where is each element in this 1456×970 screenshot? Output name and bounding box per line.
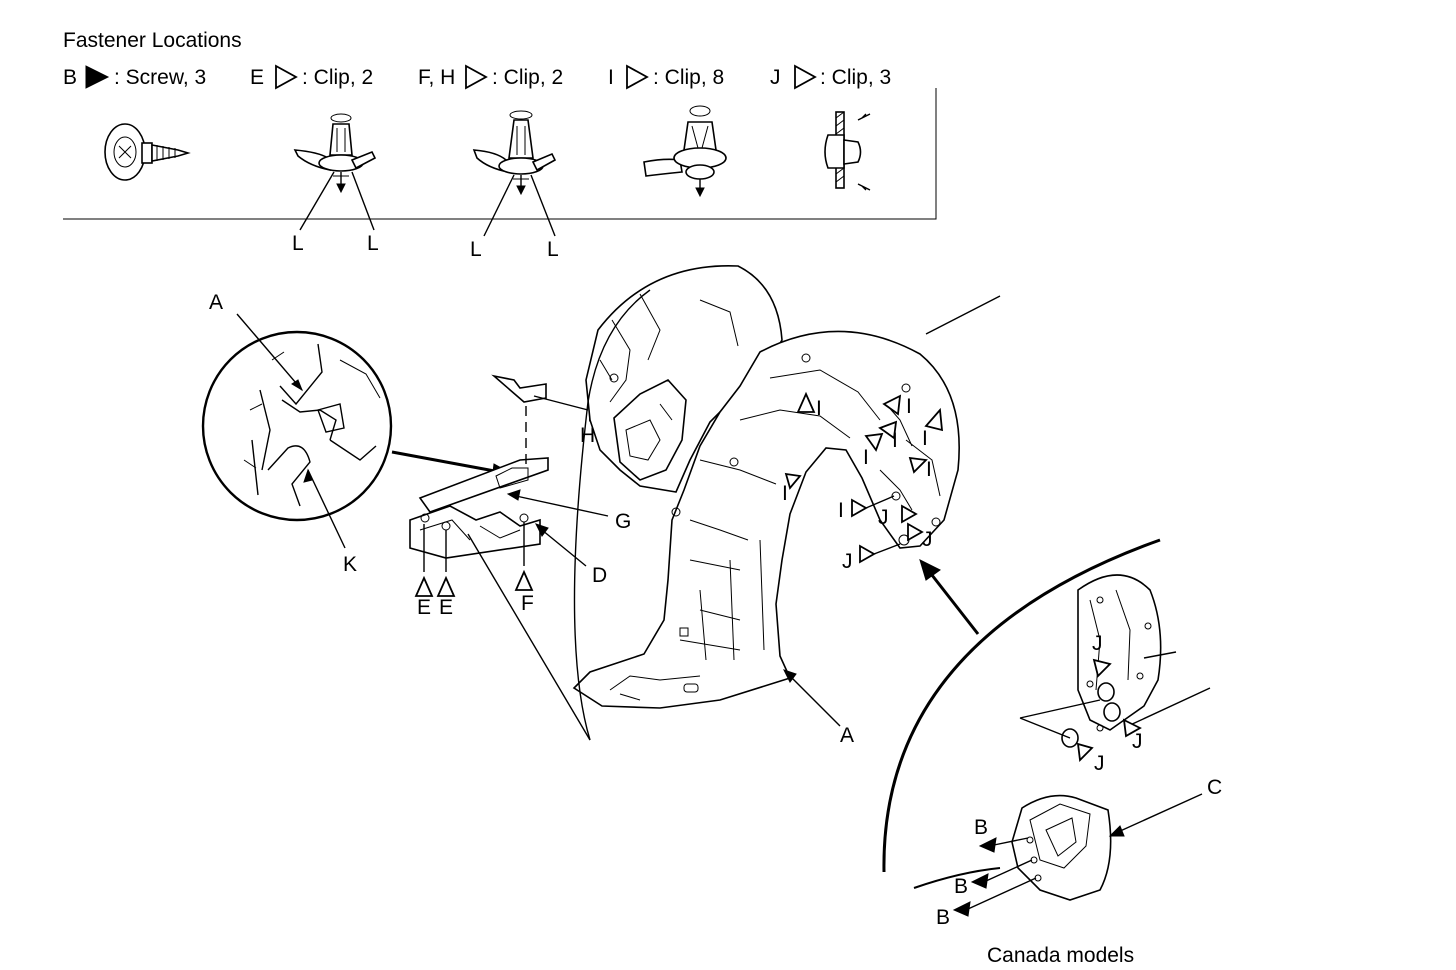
- clip-e-icon: [293, 113, 377, 194]
- outline-triangle-icon: [901, 504, 918, 524]
- legend-e-letters: E: [250, 66, 264, 89]
- filled-triangle-icon: [952, 901, 971, 917]
- outline-triangle-icon: [465, 64, 488, 90]
- outline-triangle-icon: [275, 64, 298, 90]
- leader-line: [515, 495, 609, 517]
- callout-i: I: [922, 427, 928, 450]
- detail-pointer-arrow: [391, 450, 501, 474]
- clip-j-icon: [824, 111, 871, 191]
- fastener-label-l: L: [470, 238, 482, 261]
- legend-j-letters: J: [770, 66, 781, 89]
- outline-triangle-icon: [784, 472, 802, 490]
- leader-line: [307, 469, 346, 549]
- callout-b: B: [936, 906, 950, 929]
- outline-triangle-icon: [514, 569, 534, 591]
- leader-line: [789, 675, 841, 727]
- callout-j: J: [842, 550, 853, 573]
- callout-j: J: [1132, 730, 1143, 753]
- filled-triangle-icon: [85, 65, 110, 89]
- callout-i: I: [926, 458, 932, 481]
- outline-triangle-icon: [1122, 718, 1142, 738]
- leader-line: [541, 529, 587, 567]
- callout-i: I: [892, 429, 898, 452]
- leader-line: [530, 174, 556, 237]
- fender-liner: [572, 265, 960, 709]
- callout-j: J: [1092, 632, 1103, 655]
- leader-line: [299, 171, 335, 231]
- screw-icon: [104, 123, 191, 181]
- outline-triangle-icon: [908, 456, 928, 474]
- callout-i: I: [838, 499, 844, 522]
- fastener-label-l: L: [292, 232, 304, 255]
- leader-line: [483, 174, 515, 237]
- callout-i: I: [906, 395, 912, 418]
- fastener-locations-panel: Fastener Locations B : Screw, 3 E : Clip…: [63, 29, 937, 261]
- fastener-label-l: L: [367, 232, 379, 255]
- callout-d: D: [592, 564, 607, 587]
- legend-fh-letters: F, H: [418, 66, 455, 89]
- outline-triangle-icon: [796, 391, 816, 413]
- clip-i-icon: [643, 105, 727, 198]
- outline-triangle-icon: [859, 544, 876, 564]
- mud-guard-bracket: [409, 374, 591, 741]
- outline-triangle-icon: [1092, 658, 1112, 678]
- callout-b: B: [974, 816, 988, 839]
- wheel-arch-outline: [573, 289, 651, 741]
- outline-triangle-icon: [436, 575, 456, 597]
- callout-a: A: [209, 291, 223, 314]
- inset-pointer-arrow: [926, 569, 980, 635]
- panel-border: [63, 88, 937, 220]
- outline-triangle-icon: [907, 522, 924, 542]
- callout-f: F: [521, 592, 534, 615]
- fastener-locations-title: Fastener Locations: [63, 29, 242, 52]
- leader-line: [351, 171, 375, 231]
- callout-g: G: [615, 510, 631, 533]
- outline-triangle-icon: [864, 432, 884, 452]
- callout-c: C: [1207, 776, 1222, 799]
- legend-i-letters: I: [608, 66, 614, 89]
- legend-b-letters: B: [63, 66, 77, 89]
- callout-a: A: [840, 724, 854, 747]
- canada-models-label: Canada models: [987, 944, 1134, 967]
- leader-line: [236, 313, 303, 391]
- callout-i: I: [782, 482, 788, 505]
- outline-triangle-icon: [794, 64, 817, 90]
- callout-j: J: [922, 528, 933, 551]
- fastener-label-l: L: [547, 238, 559, 261]
- filled-triangle-icon: [970, 873, 989, 889]
- canada-inset: [882, 538, 1211, 901]
- legend-i-text: : Clip, 8: [653, 66, 724, 89]
- leader-line: [1117, 793, 1203, 833]
- callout-b: B: [954, 875, 968, 898]
- filled-triangle-icon: [978, 837, 997, 853]
- legend-b-text: : Screw, 3: [114, 66, 206, 89]
- callout-e: E: [439, 596, 453, 619]
- legend-j-text: : Clip, 3: [820, 66, 891, 89]
- callout-k: K: [343, 553, 357, 576]
- callout-i: I: [863, 446, 869, 469]
- outline-triangle-icon: [626, 64, 649, 90]
- outline-triangle-icon: [882, 394, 902, 416]
- legend-fh-text: : Clip, 2: [492, 66, 563, 89]
- outline-triangle-icon: [878, 420, 898, 440]
- callout-i: I: [816, 397, 822, 420]
- legend-e-text: : Clip, 2: [302, 66, 373, 89]
- callout-e: E: [417, 596, 431, 619]
- outline-triangle-icon: [924, 407, 944, 432]
- clip-fh-icon: [472, 110, 557, 196]
- outline-triangle-icon: [1076, 742, 1094, 762]
- outline-triangle-icon: [851, 498, 868, 518]
- outline-triangle-icon: [414, 575, 434, 597]
- callout-j: J: [1094, 752, 1105, 775]
- leader-line: [925, 295, 1001, 335]
- detail-magnifier: [201, 313, 393, 549]
- callout-j: J: [878, 506, 889, 529]
